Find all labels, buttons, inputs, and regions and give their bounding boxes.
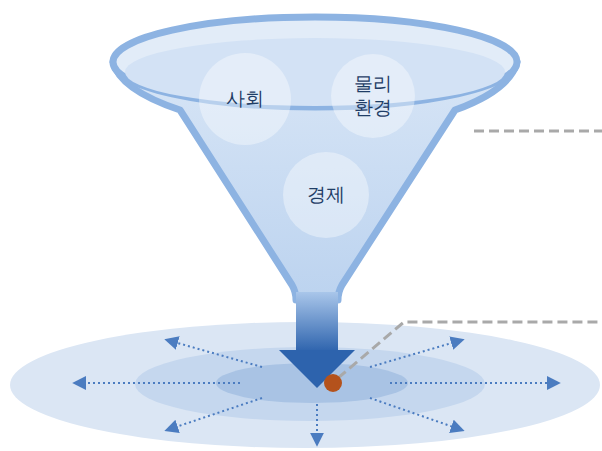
focus-dot bbox=[324, 374, 342, 392]
funnel-spout bbox=[296, 292, 338, 352]
funnel-mouth bbox=[125, 38, 505, 106]
leader-lines bbox=[338, 131, 602, 378]
topic-label: 경제 bbox=[296, 183, 356, 207]
topic-label: 사회 bbox=[215, 87, 275, 111]
spread-arrows bbox=[75, 340, 558, 444]
middle-ring bbox=[135, 347, 485, 421]
topic-circle: 물리 환경 bbox=[331, 54, 415, 138]
down-arrow bbox=[279, 350, 355, 388]
topic-circle: 경제 bbox=[283, 152, 369, 238]
topic-circle: 사회 bbox=[199, 53, 291, 145]
funnel-rim bbox=[113, 17, 517, 107]
topic-label: 물리 환경 bbox=[349, 72, 397, 120]
